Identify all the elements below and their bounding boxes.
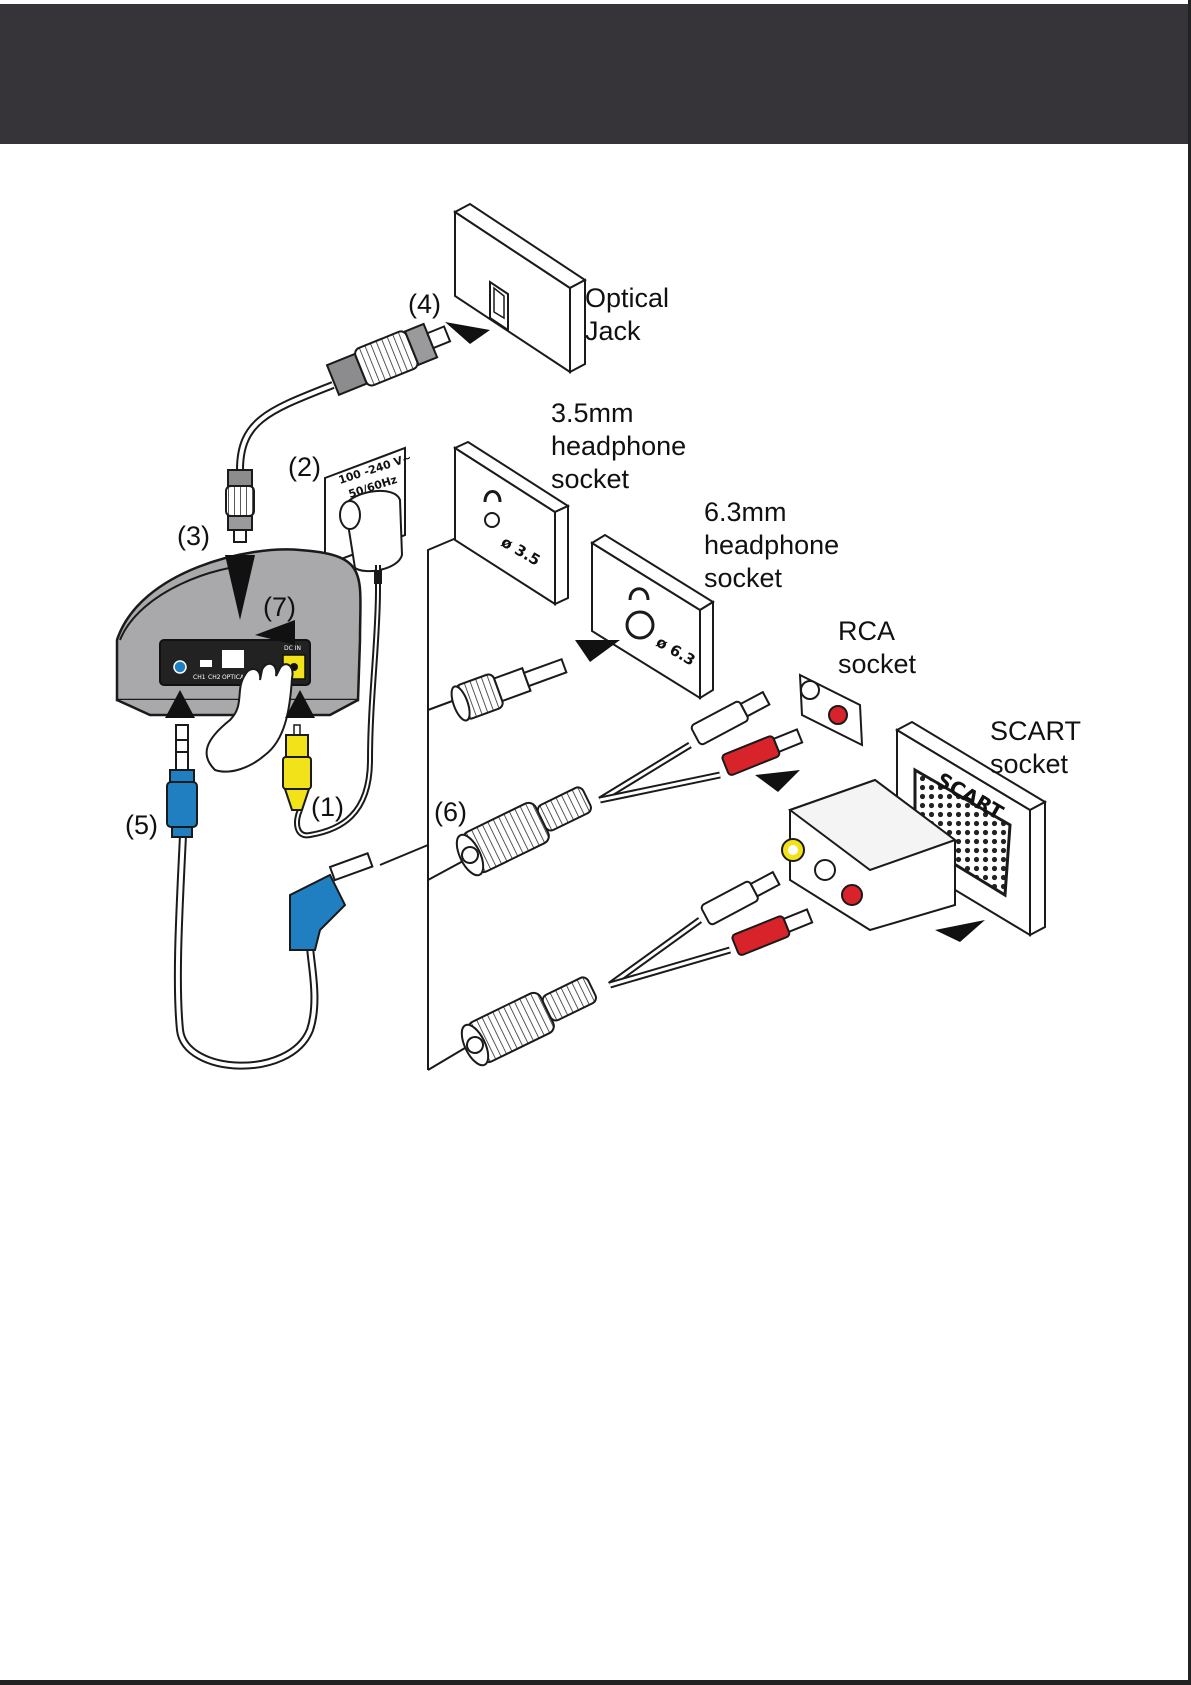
label-hp63-3: socket (704, 563, 783, 593)
marker-4: (4) (408, 289, 441, 319)
hp63-panel: ø 6.3 (592, 535, 713, 698)
label-optical-1: Optical (585, 283, 669, 313)
arrow-hp63 (575, 640, 620, 662)
label-hp35-1: 3.5mm (551, 398, 634, 428)
angled-jack (290, 853, 372, 950)
rca-cable (451, 689, 803, 880)
marker-3: (3) (177, 521, 210, 551)
marker-6: (6) (434, 797, 467, 827)
label-rca-1: RCA (838, 616, 895, 646)
label-scart-1: SCART (990, 716, 1081, 746)
svg-text:CH2: CH2 (208, 674, 221, 681)
dc-plug (283, 725, 311, 810)
label-hp63-2: headphone (704, 530, 839, 560)
marker-5: (5) (125, 810, 158, 840)
label-hp35-2: headphone (551, 431, 686, 461)
optical-jack-panel (455, 204, 585, 372)
marker-7: (7) (263, 592, 296, 622)
marker-1: (1) (311, 792, 344, 822)
label-optical-2: Jack (585, 316, 641, 346)
label-rca-2: socket (838, 649, 917, 679)
marker-2: (2) (288, 452, 321, 482)
svg-text:CH1: CH1 (193, 674, 206, 681)
arrow-4 (445, 322, 490, 344)
label-hp63-1: 6.3mm (704, 497, 787, 527)
label-hp35-3: socket (551, 464, 630, 494)
rca-panel (800, 675, 862, 745)
arrow-scart (935, 920, 985, 942)
label-scart-2: socket (990, 749, 1069, 779)
scart-rca-cable (456, 869, 813, 1070)
hp63-adapter (448, 649, 570, 723)
arrow-rca (755, 770, 800, 792)
svg-text:DC IN: DC IN (284, 645, 301, 652)
